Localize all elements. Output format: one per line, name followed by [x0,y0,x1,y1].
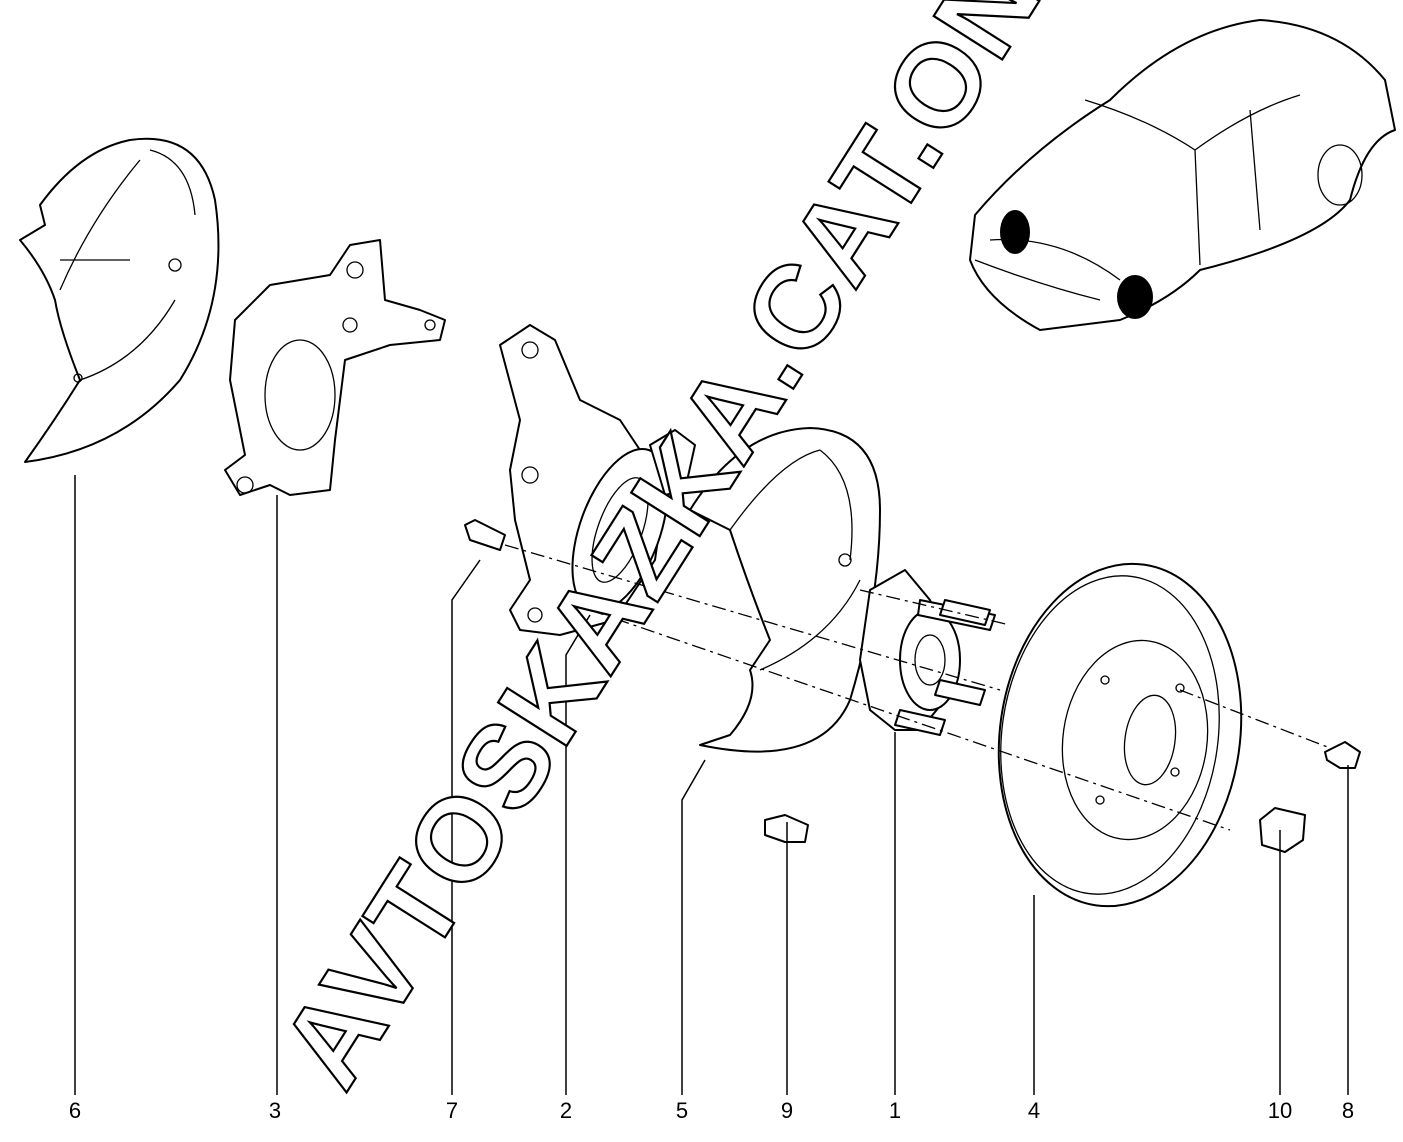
callout-9: 9 [780,1098,794,1123]
callout-6: 6 [68,1098,82,1123]
vehicle-location-illustration [969,19,1396,331]
part-10-nut [1259,807,1306,853]
part-3-steering-knuckle [224,239,446,496]
callout-4: 4 [1027,1098,1041,1123]
callout-1: 1 [888,1098,902,1123]
callout-3: 3 [268,1098,282,1123]
part-2-steering-knuckle [499,324,696,636]
part-6-brake-shield [19,137,220,463]
leader-7 [451,559,481,1095]
part-7-bolt [464,519,506,551]
leader-lines [74,475,1349,1095]
part-1-wheel-hub [859,569,996,736]
callout-10: 10 [1267,1098,1293,1123]
part-8-screw [1324,741,1361,769]
part-4-brake-disc [997,562,1243,908]
leader-5 [681,759,706,1095]
callout-7: 7 [445,1098,459,1123]
callout-2: 2 [559,1098,573,1123]
callout-8: 8 [1341,1098,1355,1123]
leader-2 [565,614,591,1095]
callout-5: 5 [675,1098,689,1123]
